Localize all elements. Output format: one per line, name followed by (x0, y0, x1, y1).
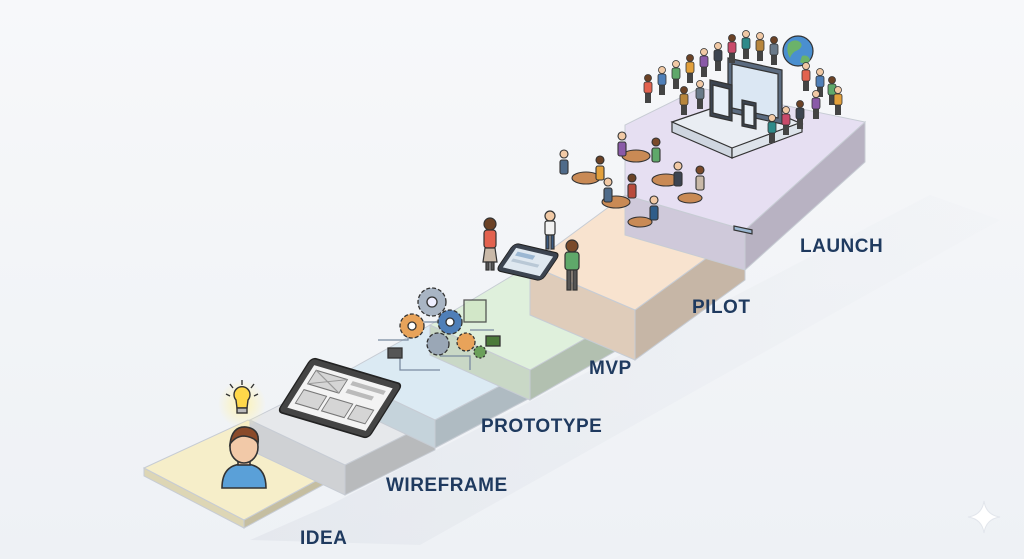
sparkle-icon (967, 500, 1001, 534)
crowd-person-body (699, 55, 709, 68)
stage-label-pilot: PILOT (692, 297, 751, 318)
stage-label-wireframe: WIREFRAME (386, 475, 508, 496)
crowd-person (713, 42, 723, 71)
crowd-person (643, 74, 653, 103)
crowd-person (767, 114, 777, 143)
crowd-person-body (671, 67, 681, 80)
crowd-person-body (713, 49, 723, 62)
crowd-person-legs (769, 133, 775, 143)
crowd-person-head (756, 32, 764, 40)
stage-label-mvp: MVP (589, 358, 632, 379)
crowd-person-legs (743, 49, 749, 59)
crowd-person-head (812, 90, 820, 98)
crowd-person (815, 68, 825, 97)
crowd-person-body (727, 41, 737, 54)
crowd-person-legs (673, 79, 679, 89)
crowd-person-head (742, 30, 750, 38)
crowd-person-head (770, 36, 778, 44)
crowd-person-legs (697, 99, 703, 109)
crowd-person-legs (715, 61, 721, 71)
ground-shadow (250, 195, 1000, 545)
crowd-person-body (755, 39, 765, 52)
crowd-person (685, 54, 695, 83)
crowd-person (769, 36, 779, 65)
stage-label-idea: IDEA (300, 528, 348, 549)
person-icon (221, 426, 267, 489)
crowd-person-body (833, 93, 843, 106)
crowd-person-head (686, 54, 694, 62)
globe-icon (782, 35, 814, 67)
crowd-person (699, 48, 709, 77)
crowd-person (833, 86, 843, 115)
crowd-person-legs (729, 53, 735, 63)
crowd-person (811, 90, 821, 119)
crowd-person-legs (813, 109, 819, 119)
crowd-person-legs (757, 51, 763, 61)
crowd-person (781, 106, 791, 135)
crowd-person-legs (659, 85, 665, 95)
crowd-person (679, 86, 689, 115)
crowd-person-body (815, 75, 825, 88)
crowd-icon (643, 30, 843, 143)
crowd-person-legs (803, 81, 809, 91)
crowd-person-legs (681, 105, 687, 115)
stage-label-launch: LAUNCH (800, 236, 884, 257)
crowd-person (795, 100, 805, 129)
crowd-person-head (834, 86, 842, 94)
crowd-person-legs (835, 105, 841, 115)
crowd-person (657, 66, 667, 95)
crowd-person-head (728, 34, 736, 42)
crowd-person-legs (783, 125, 789, 135)
cafe-tables-icon (559, 131, 705, 228)
crowd-person-head (816, 68, 824, 76)
crowd-person-legs (817, 87, 823, 97)
crowd-person-head (796, 100, 804, 108)
crowd-person-body (781, 113, 791, 126)
crowd-person-head (802, 62, 810, 70)
crowd-person-legs (645, 93, 651, 103)
crowd-person-legs (687, 73, 693, 83)
crowd-person-head (658, 66, 666, 74)
crowd-person (727, 34, 737, 63)
crowd-person-body (741, 37, 751, 50)
crowd-person-head (714, 42, 722, 50)
tablet-wireframe-icon (278, 357, 402, 439)
crowd-person-body (811, 97, 821, 110)
crowd-person-head (680, 86, 688, 94)
stage-label-prototype: PROTOTYPE (481, 416, 603, 437)
crowd-person-legs (797, 119, 803, 129)
crowd-person-body (679, 93, 689, 106)
crowd-person-legs (701, 67, 707, 77)
crowd-person (695, 80, 705, 109)
crowd-person-head (828, 76, 836, 84)
crowd-person-head (672, 60, 680, 68)
crowd-person-body (767, 121, 777, 134)
crowd-person-body (801, 69, 811, 82)
phone-app-icon (497, 243, 559, 281)
gears-circuit-icon (378, 287, 501, 371)
crowd-person-head (700, 48, 708, 56)
crowd-person-head (768, 114, 776, 122)
crowd-person (755, 32, 765, 61)
crowd-person-legs (771, 55, 777, 65)
crowd-person (801, 62, 811, 91)
crowd-person-body (695, 87, 705, 100)
crowd-person-body (643, 81, 653, 94)
crowd-person-body (685, 61, 695, 74)
crowd-person (741, 30, 751, 59)
people-icon (482, 210, 580, 291)
crowd-person-body (769, 43, 779, 56)
idea-scene (218, 380, 267, 489)
crowd-person-head (696, 80, 704, 88)
crowd-person-body (795, 107, 805, 120)
crowd-person-head (782, 106, 790, 114)
crowd-person-head (644, 74, 652, 82)
crowd-person-legs (829, 95, 835, 105)
crowd-person (671, 60, 681, 89)
lightbulb-icon (225, 380, 259, 414)
crowd-person-body (657, 73, 667, 86)
